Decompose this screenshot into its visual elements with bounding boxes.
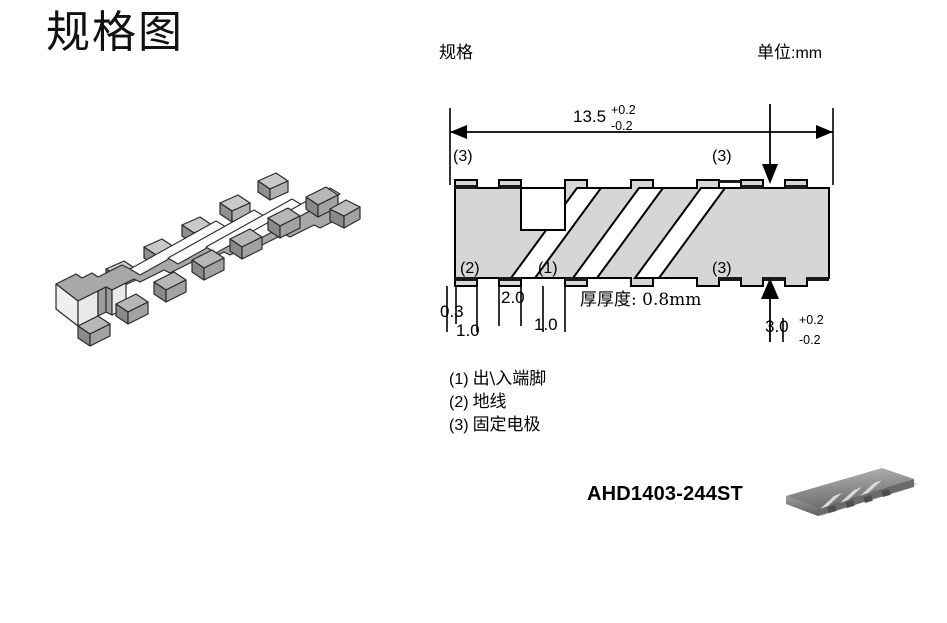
callout-bottom-mid-1: (1) xyxy=(538,260,558,277)
product-photo xyxy=(778,466,928,533)
callout-bottom-right-3: (3) xyxy=(712,260,732,277)
lower-dimension-witness-lines xyxy=(446,286,566,332)
diagonal-coupling-slots xyxy=(509,187,727,279)
unit-label: 单位:mm xyxy=(757,38,822,63)
dim-2-0: 2.0 xyxy=(501,288,525,307)
overall-length-value: 13.5 xyxy=(573,107,607,126)
legend-item-2: (2)地线 xyxy=(449,391,546,414)
component-body xyxy=(454,179,830,287)
spec-label: 规格 xyxy=(439,43,473,63)
isometric-svg xyxy=(55,172,361,347)
overall-length-tol-plus: +0.2 xyxy=(611,103,636,117)
callout-bottom-left-2: (2) xyxy=(460,260,480,277)
part-number: AHD1403-244ST xyxy=(587,483,744,505)
product-photo-svg xyxy=(786,468,918,516)
plan-section-svg xyxy=(446,104,834,342)
legend-item-1-label: 出\入端脚 xyxy=(472,369,547,389)
unit-label-value: :mm xyxy=(791,45,823,62)
width-dimension-leader xyxy=(761,278,784,342)
iso-near-terminals xyxy=(77,186,339,347)
dim-1-0-mid: 1.0 xyxy=(534,315,558,334)
legend-item-2-num: (2) xyxy=(449,394,469,411)
dim-0-3: 0.3 xyxy=(440,302,464,321)
iso-body-sides xyxy=(55,282,127,327)
legend-item-3-num: (3) xyxy=(449,417,469,434)
legend-item-3: (3)固定电极 xyxy=(449,414,546,437)
legend: (1)出\入端脚 (2)地线 (3)固定电极 xyxy=(449,368,546,437)
legend-item-1: (1)出\入端脚 xyxy=(449,368,546,391)
thickness-note: 厚厚度: 0.8mm xyxy=(580,290,702,310)
electrode-pads xyxy=(455,180,829,281)
page-title: 规格图 xyxy=(46,7,184,58)
callout-top-right-3: (3) xyxy=(712,148,732,165)
inner-step-notch xyxy=(520,187,566,231)
isometric-component-view xyxy=(20,150,380,355)
overall-length-dimension xyxy=(450,125,833,139)
unit-label-cn: 单位 xyxy=(757,43,791,63)
width-value: 3.0 xyxy=(765,317,789,336)
overall-length-tol-minus: -0.2 xyxy=(611,119,633,133)
length-witness-lines xyxy=(449,108,834,185)
legend-item-3-label: 固定电极 xyxy=(472,415,541,435)
legend-item-1-num: (1) xyxy=(449,371,469,388)
width-tol-plus: +0.2 xyxy=(799,313,824,327)
callout-top-left-3: (3) xyxy=(453,148,473,165)
top-electrode-leader-arrow xyxy=(762,104,778,184)
width-tol-minus: -0.2 xyxy=(799,333,821,347)
legend-item-2-label: 地线 xyxy=(472,392,507,412)
plan-section-view xyxy=(425,80,875,375)
iso-right-end xyxy=(329,199,361,229)
dim-1-0-left: 1.0 xyxy=(456,321,480,340)
